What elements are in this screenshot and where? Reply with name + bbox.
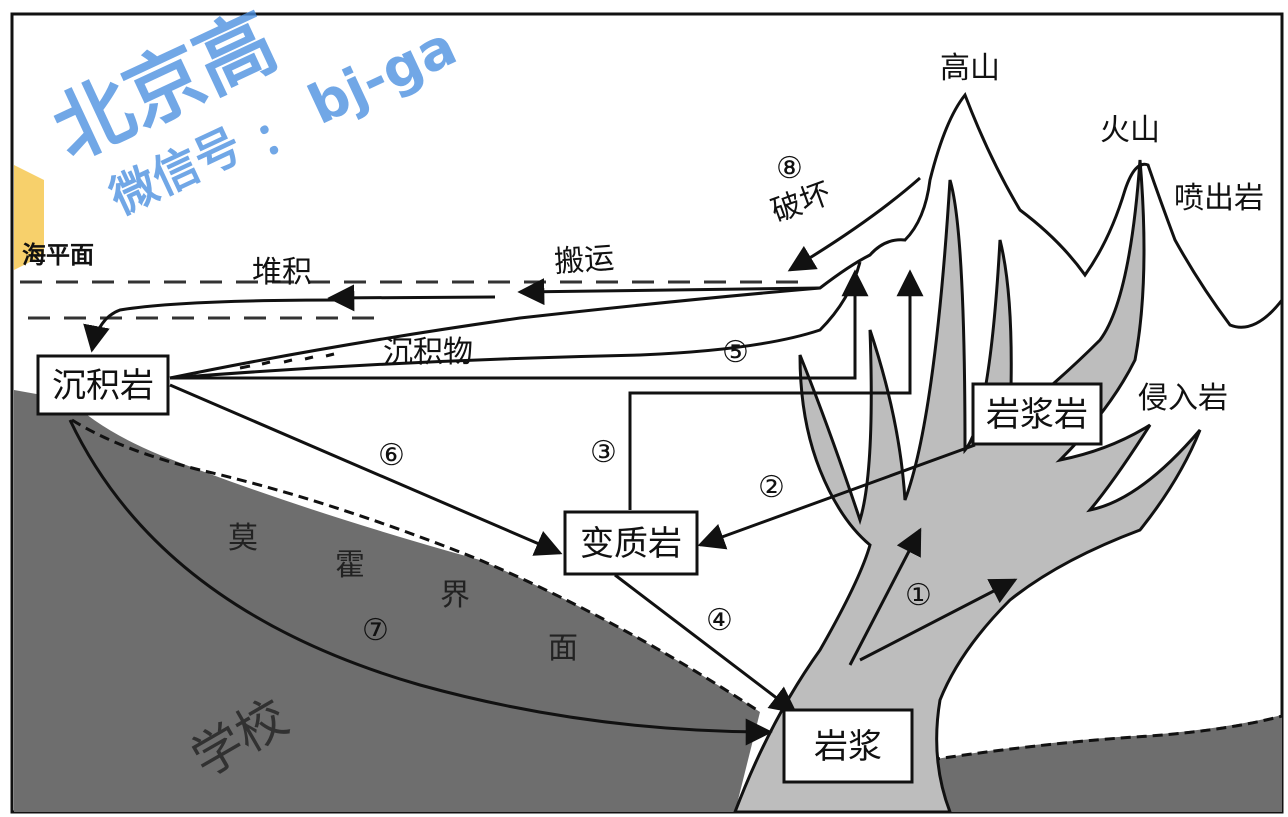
process-number-2: ② bbox=[758, 470, 785, 505]
label-deposition: 堆积 bbox=[252, 255, 312, 290]
label-volcano: 火山 bbox=[1100, 113, 1160, 148]
land-surface bbox=[169, 92, 1284, 380]
process-number-1: ① bbox=[905, 578, 932, 613]
arrow-p7 bbox=[68, 419, 773, 746]
watermark-corner-mark bbox=[14, 165, 44, 270]
sedimentary-rock-label: 沉积岩 bbox=[52, 366, 154, 406]
box-sedimentary-rock: 沉积岩 bbox=[36, 354, 170, 416]
mantle-region-left bbox=[14, 390, 760, 812]
process-arrows bbox=[68, 176, 1018, 746]
box-igneous-rock: 岩浆岩 bbox=[971, 382, 1103, 446]
label-extrusive-rock: 喷出岩 bbox=[1174, 181, 1264, 216]
arrow-p3-uplift bbox=[628, 269, 924, 510]
magma-label: 岩浆 bbox=[814, 727, 882, 767]
moho-char-4: 面 bbox=[548, 631, 578, 666]
arrow-p6 bbox=[169, 383, 563, 556]
process-number-6: ⑥ bbox=[378, 438, 405, 473]
moho-boundary-line-right bbox=[929, 714, 1283, 762]
moho-boundary-line bbox=[71, 418, 761, 714]
moho-char-2: 霍 bbox=[335, 548, 365, 583]
mantle-region-right bbox=[930, 715, 1282, 812]
box-metamorphic-rock: 变质岩 bbox=[563, 510, 699, 576]
arrow-into-sedimentary bbox=[83, 298, 341, 353]
igneous-rock-label: 岩浆岩 bbox=[986, 395, 1088, 435]
metamorphic-rock-label: 变质岩 bbox=[580, 524, 682, 564]
label-transport: 搬运 bbox=[553, 241, 615, 280]
arrow-weathering bbox=[787, 176, 921, 272]
arrow-p5-uplift bbox=[170, 269, 869, 380]
arrow-transport bbox=[517, 278, 821, 306]
moho-char-3: 界 bbox=[440, 578, 470, 613]
process-number-3: ③ bbox=[590, 435, 617, 470]
process-number-4: ④ bbox=[706, 603, 733, 638]
label-mountain: 高山 bbox=[940, 51, 1000, 86]
process-number-7: ⑦ bbox=[362, 613, 389, 648]
sediment-dots bbox=[239, 352, 335, 370]
moho-char-1: 莫 bbox=[228, 521, 258, 556]
arrow-p2 bbox=[697, 443, 976, 550]
arrow-p1-left bbox=[848, 527, 922, 666]
sediment-layer bbox=[169, 261, 862, 380]
magma-body bbox=[732, 159, 1202, 814]
arrow-p4 bbox=[614, 573, 798, 714]
process-number-5: ⑤ bbox=[722, 335, 749, 370]
label-sea-level: 海平面 bbox=[22, 241, 94, 269]
label-intrusive-rock: 侵入岩 bbox=[1138, 381, 1228, 416]
arrow-deposition bbox=[327, 284, 496, 312]
process-number-8: ⑧ bbox=[776, 151, 803, 186]
box-magma: 岩浆 bbox=[782, 708, 914, 784]
arrow-p1-right bbox=[859, 578, 1018, 662]
label-sediment: 沉积物 bbox=[383, 335, 473, 370]
